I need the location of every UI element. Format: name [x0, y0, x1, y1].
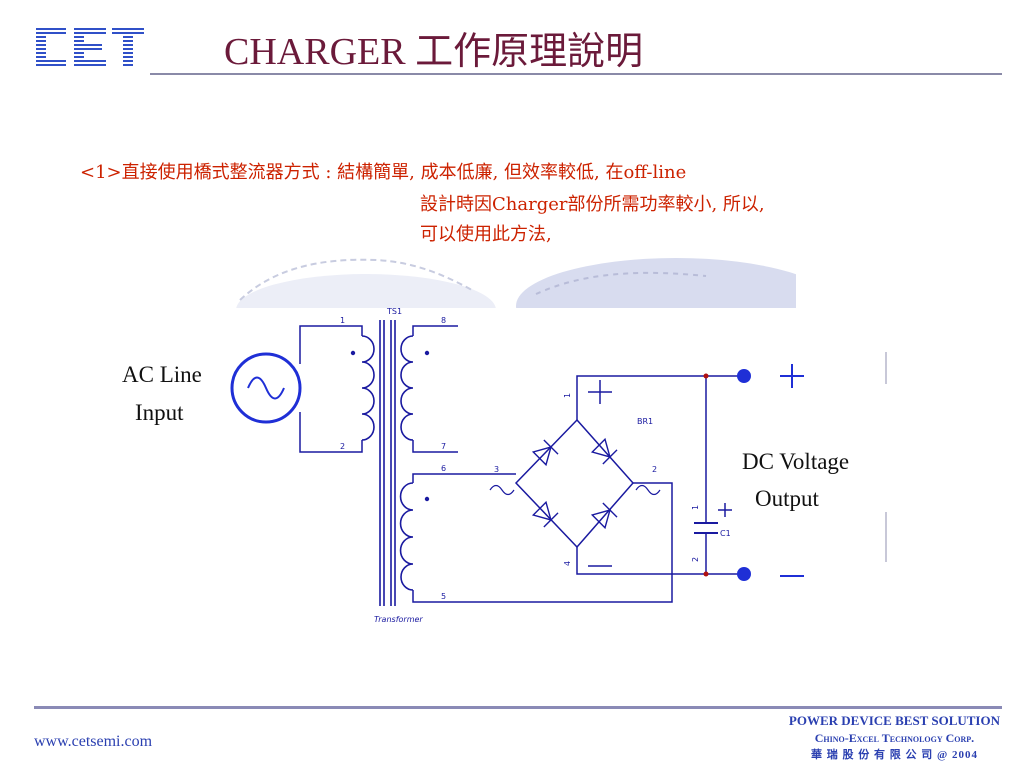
pin-label-5: 5: [441, 592, 446, 601]
description-line-2: 設計時因Charger部份所需功率較小, 所以,: [420, 194, 765, 215]
pin-label-8: 8: [441, 316, 446, 325]
pin-label-6: 6: [441, 464, 446, 473]
wires: [299, 325, 744, 603]
transformer-designator: TS1: [386, 307, 402, 316]
capacitor-designator: C1: [720, 529, 731, 538]
company-footer: POWER DEVICE BEST SOLUTION Chino-Excel T…: [789, 712, 1000, 764]
bridge-polarity-marks: [588, 380, 732, 567]
bridge-pin-2: 2: [652, 465, 657, 474]
footer-slogan: POWER DEVICE BEST SOLUTION: [788, 713, 1000, 728]
dc-voltage-label: DC Voltage: [742, 449, 849, 474]
ac-line-label: AC Line: [122, 362, 202, 387]
transformer-ts1: [361, 320, 414, 606]
pin-label-7: 7: [441, 442, 446, 451]
cet-logo: [36, 28, 144, 66]
ac-input-tilde-marks: [489, 484, 661, 496]
page-title: CHARGER 工作原理說明: [224, 31, 644, 73]
output-terminals: [703, 369, 751, 581]
website-link[interactable]: www.cetsemi.com: [34, 733, 153, 750]
footer-company-name: Chino-Excel Technology Corp.: [814, 731, 975, 745]
bridge-pin-3: 3: [494, 465, 499, 474]
title-divider: [150, 73, 1002, 75]
capacitor-pin-1: 1: [691, 505, 700, 510]
output-polarity-signs: [780, 364, 804, 577]
polarity-dots: [350, 350, 430, 502]
description-line-1: <1>直接使用橋式整流器方式 : 結構簡單, 成本低廉, 但效率較低, 在off…: [80, 162, 687, 183]
capacitor-pin-2: 2: [691, 557, 700, 562]
footer-chinese-name: 華 瑞 股 份 有 限 公 司 @ 2004: [810, 749, 978, 761]
ac-source-symbol: [230, 344, 302, 432]
capacitor-c1: [694, 522, 718, 534]
pin-label-1: 1: [340, 316, 345, 325]
description-line-3: 可以使用此方法,: [420, 224, 552, 245]
ac-input-label: Input: [135, 400, 184, 425]
bridge-diodes: [531, 437, 618, 530]
bridge-pin-1: 1: [563, 393, 572, 398]
bridge-pin-4: 4: [563, 561, 572, 566]
bridge-designator: BR1: [637, 417, 653, 426]
transformer-caption: Transformer: [374, 615, 423, 624]
dc-output-label: Output: [755, 486, 820, 511]
footer-divider: [34, 706, 1002, 709]
pin-label-2: 2: [340, 442, 345, 451]
background-artwork: [236, 258, 796, 308]
